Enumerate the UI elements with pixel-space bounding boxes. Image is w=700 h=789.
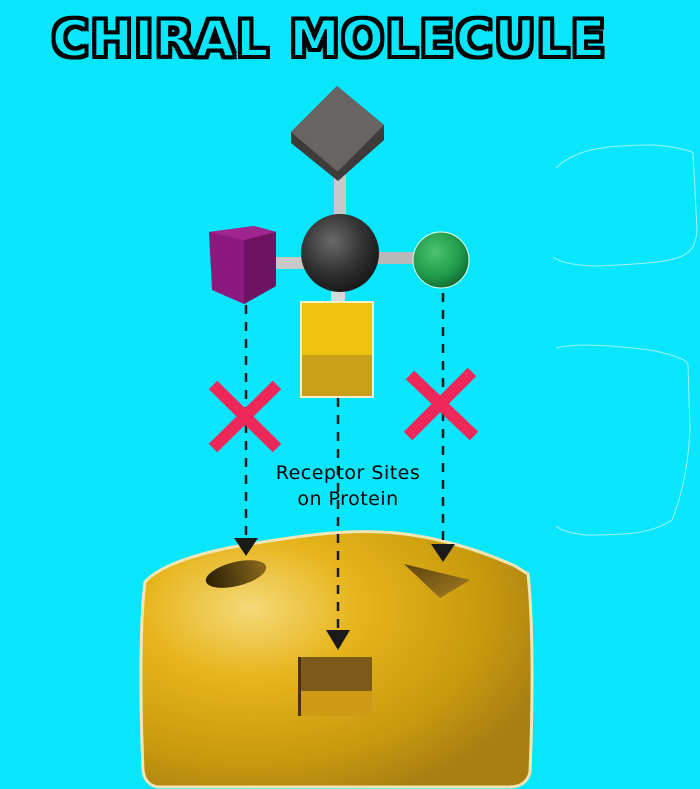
purple-cube-group	[209, 226, 276, 304]
dashed-guide-lines	[244, 293, 445, 633]
arrow-head-oval	[234, 538, 258, 556]
square-receptor-site	[298, 657, 372, 716]
triangle-receptor-site	[404, 564, 470, 598]
oval-receptor-site	[205, 560, 267, 588]
x-mark-right	[403, 367, 479, 441]
arrow-head-triangle	[431, 544, 455, 562]
faint-outline-shapes	[552, 144, 698, 536]
protein-receptor	[139, 530, 534, 789]
label-line-2: on Protein	[297, 488, 399, 510]
bond-top	[334, 175, 346, 225]
yellow-cube-group	[300, 301, 374, 398]
x-mark-left	[208, 380, 282, 453]
receptor-sites-label: Receptor Sites on Protein	[238, 460, 458, 512]
green-sphere	[412, 231, 470, 289]
page-title: CHIRAL MOLECULE	[51, 9, 608, 69]
arrow-head-square	[326, 630, 350, 650]
bond-right	[372, 252, 420, 264]
gray-diamond-group	[291, 86, 384, 181]
carbon-atom	[301, 214, 379, 292]
chiral-molecule	[209, 86, 470, 398]
label-line-1: Receptor Sites	[275, 462, 421, 484]
